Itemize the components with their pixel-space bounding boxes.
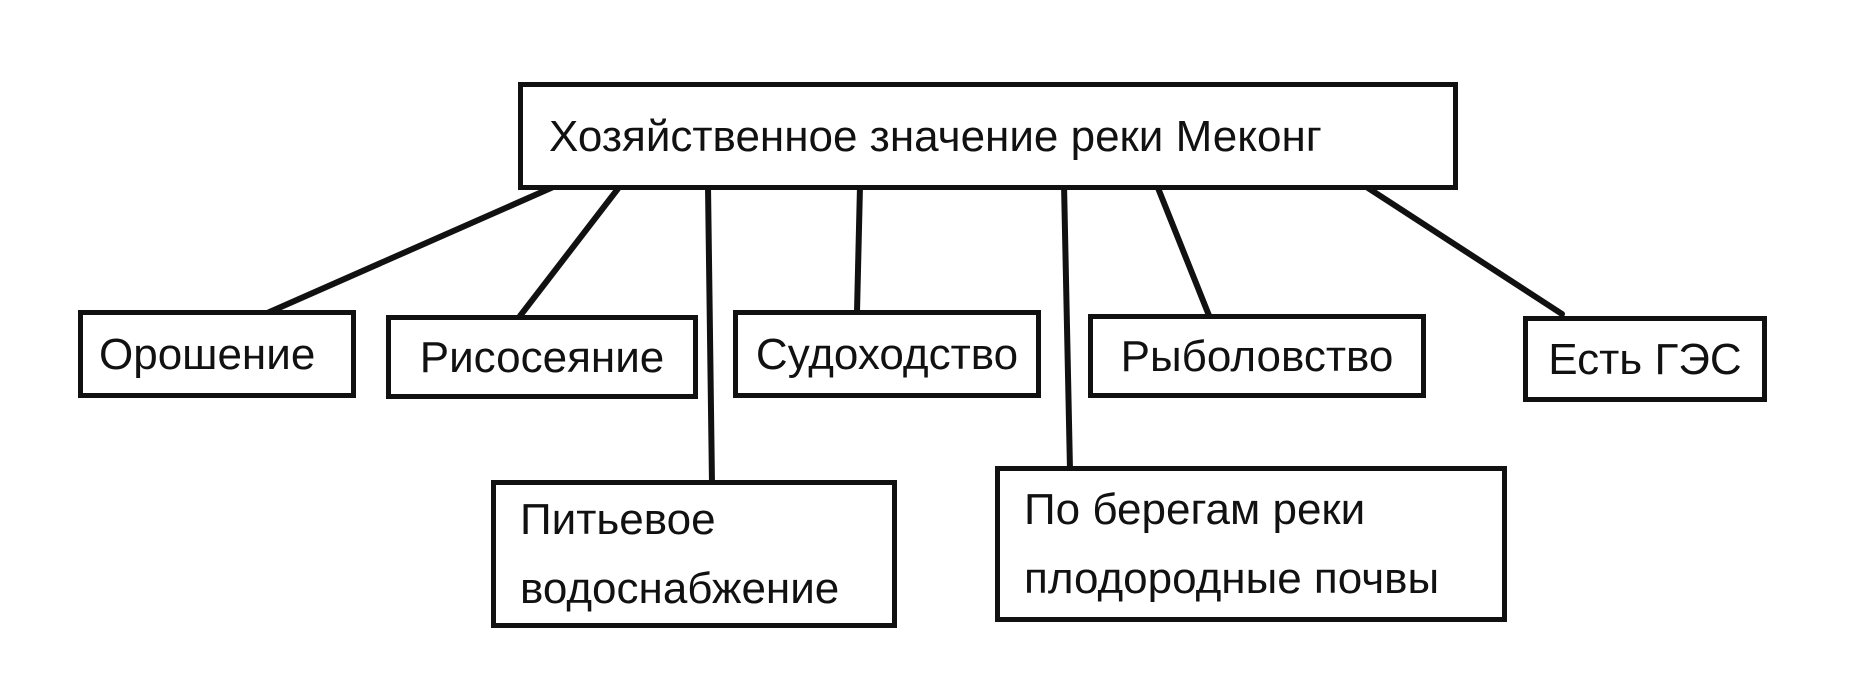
- node-plodorodnye-pochvy: По берегам реки плодородные почвы: [995, 466, 1507, 622]
- node-risoseyanie: Рисосеяние: [386, 315, 698, 399]
- node-label: Судоходство: [755, 329, 1019, 379]
- diagram-title-box: Хозяйственное значение реки Меконг: [518, 82, 1458, 190]
- connector-to-oroshenie: [262, 181, 563, 317]
- node-label-line-2: плодородные почвы: [1024, 554, 1440, 603]
- node-label: Есть ГЭС: [1548, 334, 1742, 384]
- connector-to-ges: [1365, 185, 1565, 317]
- node-oroshenie: Орошение: [78, 310, 356, 398]
- connector-to-risoseyanie: [517, 183, 623, 319]
- node-label-line-1: По берегам реки: [1024, 485, 1366, 534]
- node-text-lines: Питьевое водоснабжение: [520, 492, 839, 616]
- connector-to-pochvy: [1061, 181, 1073, 473]
- node-label: Орошение: [99, 329, 316, 379]
- diagram-title: Хозяйственное значение реки Меконг: [549, 111, 1322, 161]
- node-est-ges: Есть ГЭС: [1523, 316, 1767, 402]
- node-label-line-1: Питьевое: [520, 495, 716, 544]
- node-sudokhodstvo: Судоходство: [733, 310, 1041, 398]
- connector-to-sudokhodstvo: [854, 183, 863, 315]
- node-label: Рисосеяние: [419, 332, 665, 382]
- connector-to-rybolovstvo: [1155, 185, 1213, 321]
- node-rybolovstvo: Рыболовство: [1088, 314, 1426, 398]
- connector-to-pitevoe: [705, 183, 715, 487]
- node-label: Рыболовство: [1120, 331, 1394, 381]
- node-text-lines: По берегам реки плодородные почвы: [1024, 482, 1439, 606]
- node-pitevoe-vodosnabzhenie: Питьевое водоснабжение: [491, 480, 897, 628]
- node-label-line-2: водоснабжение: [520, 564, 840, 613]
